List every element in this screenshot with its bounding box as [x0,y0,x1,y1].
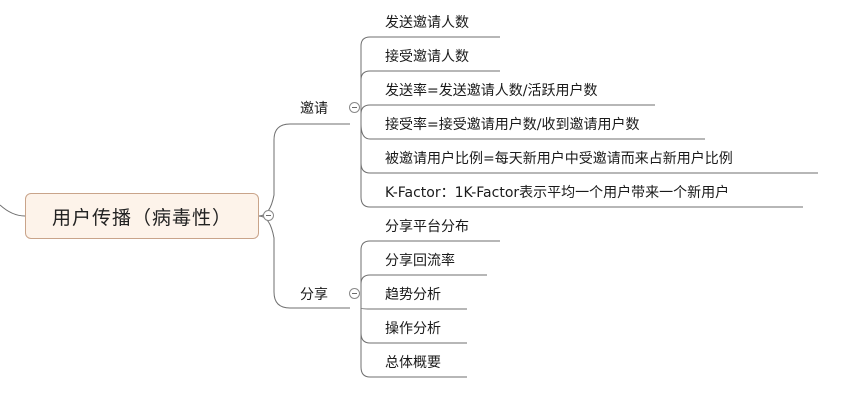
leaf-share-2[interactable]: 趋势分析 [385,287,441,303]
invite-leaf-line-0 [360,36,500,124]
leaf-invite-5[interactable]: K-Factor：1K-Factor表示平均一个用户带来一个新用户 [385,185,730,201]
root-collapse-icon[interactable] [263,210,274,221]
root-node-label: 用户传播（病毒性） [51,206,232,229]
root-to-branch-invite [258,123,350,217]
leaf-share-1[interactable]: 分享回流率 [385,253,455,269]
share-leaf-line-0 [360,240,500,308]
leaf-share-4[interactable]: 总体概要 [385,355,441,371]
leaf-invite-2[interactable]: 发送率=发送邀请人数/活跃用户数 [385,83,598,99]
root-node[interactable]: 用户传播（病毒性） [25,193,259,239]
invite-collapse-icon[interactable] [349,102,360,113]
branch-label-invite[interactable]: 邀请 [300,101,328,117]
leaf-share-0[interactable]: 分享平台分布 [385,219,469,235]
leaf-invite-3[interactable]: 接受率=接受邀请用户数/收到邀请用户数 [385,117,640,133]
leaf-invite-0[interactable]: 发送邀请人数 [385,15,469,31]
branch-label-share[interactable]: 分享 [300,287,328,303]
share-leaf-line-4 [360,308,467,378]
leaf-invite-1[interactable]: 接受邀请人数 [385,49,469,65]
share-leaf-line-2 [360,307,467,310]
root-incoming-line [0,204,26,217]
leaf-share-3[interactable]: 操作分析 [385,321,441,337]
invite-leaf-line-5 [360,124,803,208]
share-collapse-icon[interactable] [349,288,360,299]
leaf-invite-4[interactable]: 被邀请用户比例=每天新用户中受邀请而来占新用户比例 [385,151,733,167]
invite-leaf-line-1 [360,70,500,81]
invite-leaf-line-2 [360,104,655,115]
share-leaf-line-1 [360,274,487,285]
